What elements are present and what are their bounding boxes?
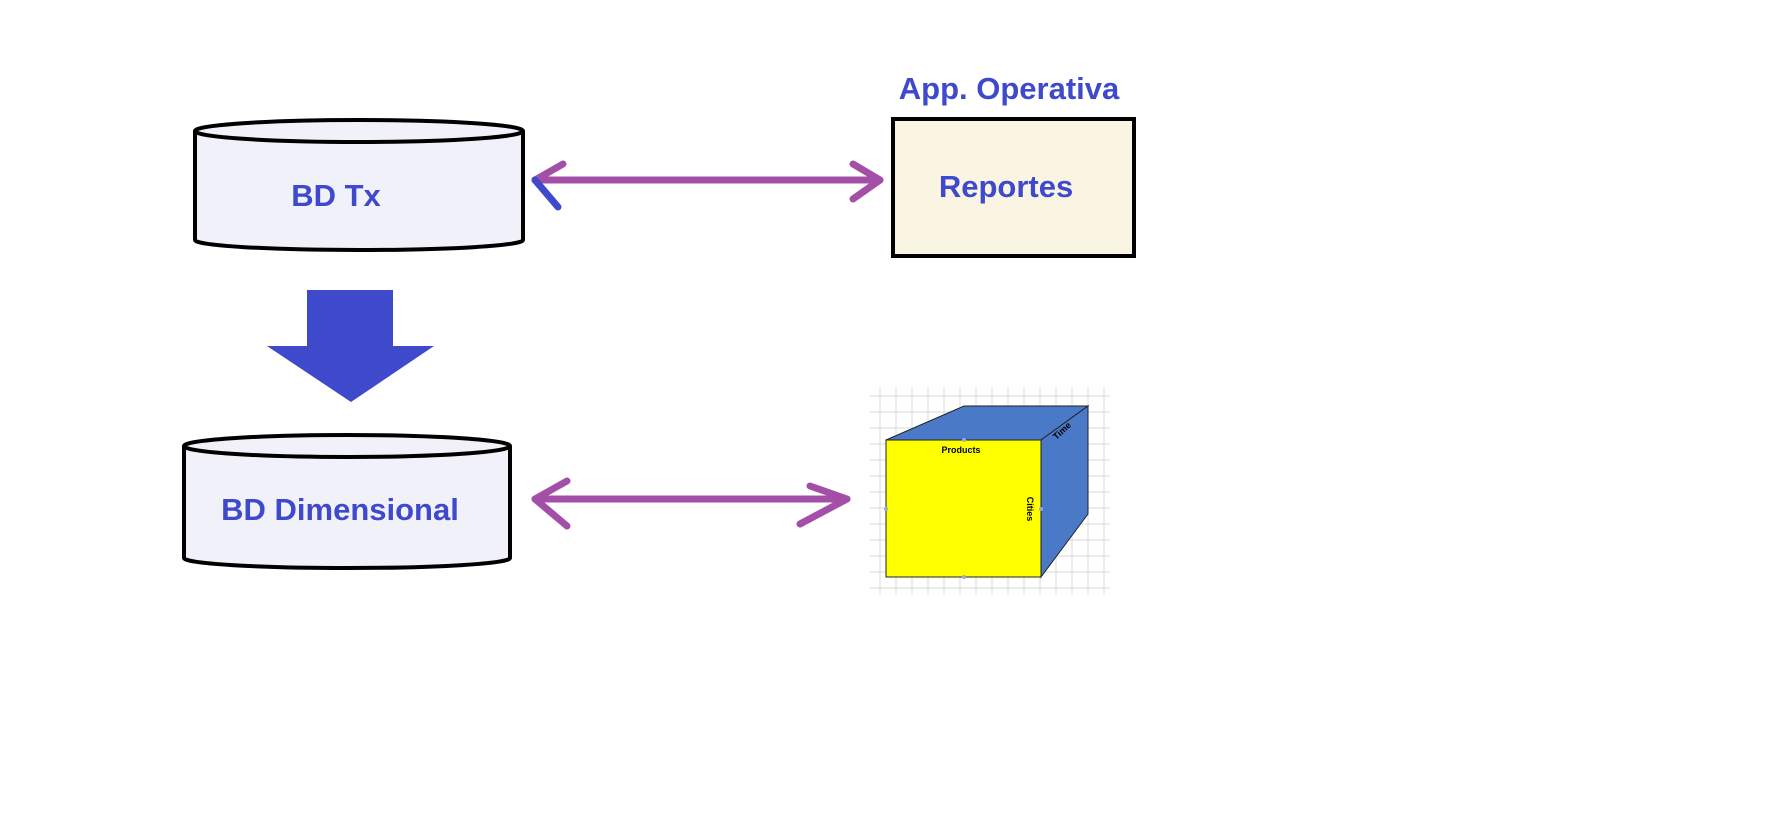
olap-cube: Products Cities Time: [870, 388, 1110, 595]
app-operativa-title: App. Operativa: [899, 71, 1120, 106]
tx-to-reports-arrow: [531, 160, 884, 211]
cube-front-face: [885, 439, 1042, 578]
db-dimensional-label: BD Dimensional: [221, 492, 459, 527]
cube-handles: [884, 438, 1043, 579]
cube-cities-label: Cities: [1025, 497, 1035, 522]
reports-box: Reportes: [891, 117, 1136, 258]
dimensional-to-cube-arrow: [531, 477, 851, 530]
down-arrow: [267, 290, 434, 402]
db-tx-label: BD Tx: [291, 178, 381, 213]
db-tx-cylinder: BD Tx: [193, 118, 525, 252]
reports-label: Reportes: [939, 169, 1073, 204]
cube-products-label: Products: [941, 445, 980, 455]
db-dimensional-cylinder: BD Dimensional: [182, 433, 512, 570]
